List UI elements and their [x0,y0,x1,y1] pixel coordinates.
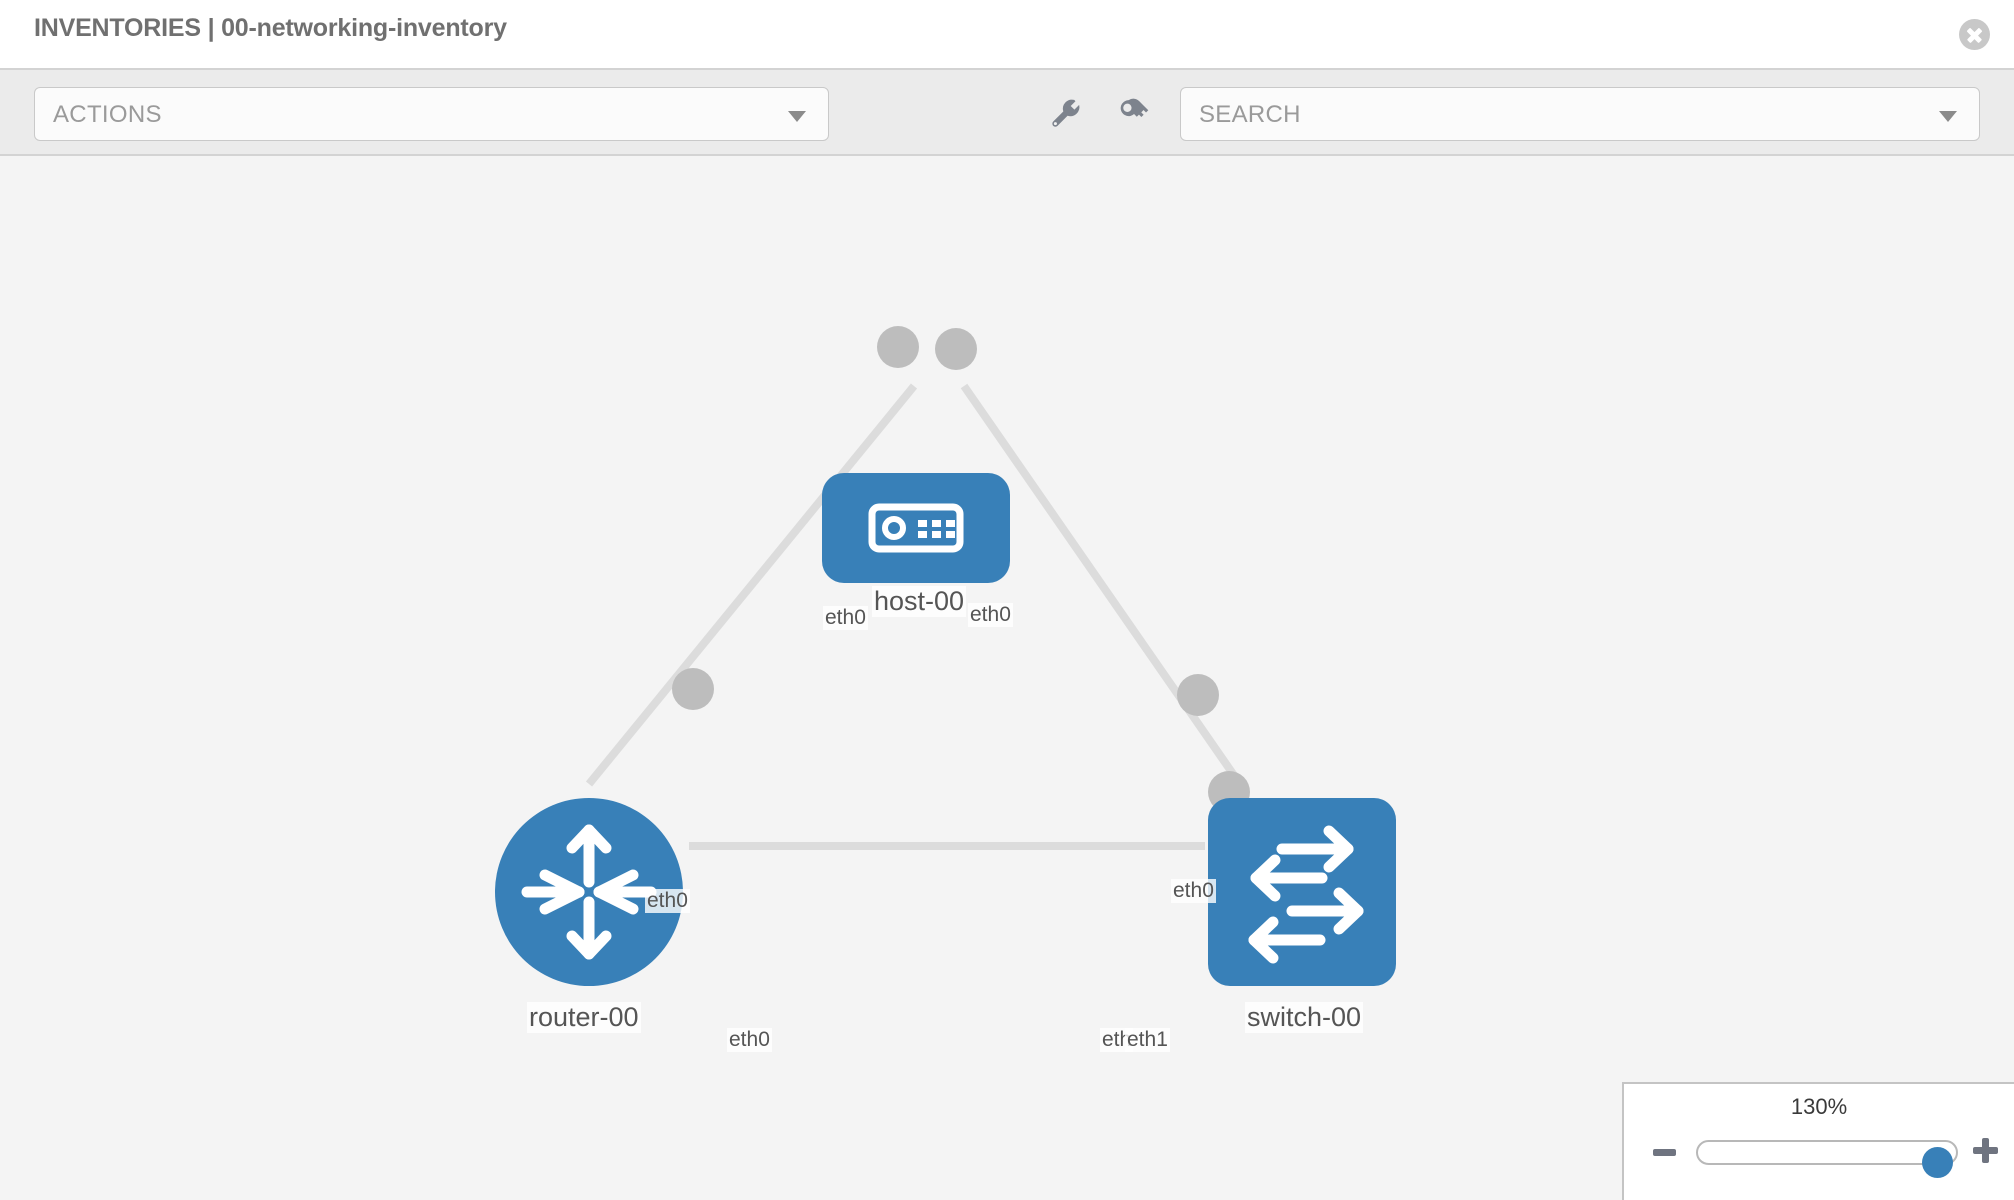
key-icon[interactable] [1114,94,1152,132]
topology-edges [585,383,1244,850]
page-header: INVENTORIES | 00-networking-inventory [0,0,2014,68]
close-icon[interactable] [1959,19,1990,50]
topology-canvas[interactable]: host-00 router-00 switch-00 eth0 eth0 et… [0,156,2014,1200]
actions-dropdown-label: ACTIONS [53,101,162,128]
zoom-control-panel: 130% [1622,1082,2014,1200]
chevron-down-icon [788,111,806,122]
actions-dropdown[interactable]: ACTIONS [34,87,829,141]
switch-arrows-icon [1248,825,1364,964]
zoom-level-label: 130% [1790,1094,1848,1119]
zoom-in-button[interactable] [1973,1138,1998,1163]
node-label-host-00: host-00 [872,586,967,618]
chevron-down-icon [1939,111,1957,122]
wrench-icon[interactable] [1046,94,1084,132]
zoom-slider-handle[interactable] [1922,1147,1953,1178]
zoom-slider-row [1624,1132,2014,1178]
interface-label-router-eth0-up: eth0 [645,889,690,914]
zoom-slider-track[interactable] [1696,1140,1958,1178]
node-router-00[interactable] [495,798,683,986]
connector-host-left [877,326,919,368]
node-label-router-00: router-00 [527,1002,641,1034]
search-placeholder: SEARCH [1199,101,1301,128]
connector-switch-left [1177,674,1219,716]
interface-label-host-eth0-left: eth0 [823,606,868,631]
zoom-out-button[interactable] [1653,1149,1676,1156]
interface-label-router-eth0-right: eth0 [727,1028,772,1053]
search-input[interactable]: SEARCH [1180,87,1980,141]
connector-host-right [935,328,977,370]
node-switch-00[interactable] [1208,798,1396,986]
edge-host-switch [960,383,1244,787]
interface-label-host-eth0-right: eth0 [968,603,1013,628]
node-host-00[interactable] [822,473,1010,583]
router-arrows-icon [521,824,657,960]
connector-router-right [672,668,714,710]
page-title: INVENTORIES | 00-networking-inventory [34,14,507,42]
interface-label-switch-eth1: eth1 [1125,1028,1170,1053]
node-label-switch-00: switch-00 [1245,1002,1364,1034]
server-device-icon [868,503,964,553]
toolbar: ACTIONS SEARCH [0,68,2014,156]
edge-host-router [585,383,918,787]
interface-label-switch-eth0-up: eth0 [1171,879,1216,904]
plus-icon-vertical [1982,1138,1989,1163]
